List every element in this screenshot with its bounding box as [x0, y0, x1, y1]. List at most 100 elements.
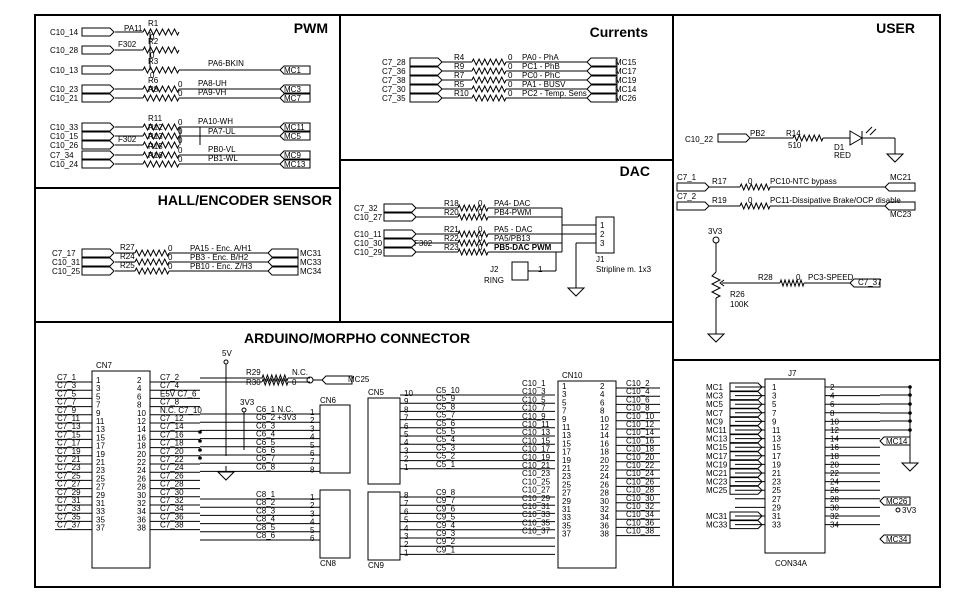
j7-pin-number: 30: [830, 503, 839, 512]
port-tag-left: [383, 212, 417, 222]
port-tag-left: [383, 238, 417, 248]
j1-label: J1: [596, 255, 605, 264]
cn8-pin-number: 1: [310, 493, 315, 502]
cn9-net: C9_2: [436, 537, 456, 546]
j7-net-left: MC13: [706, 435, 728, 444]
j7-net-left: MC25: [706, 486, 728, 495]
cn8-pin-number: 6: [310, 534, 315, 543]
cn10-pin-number: 26: [600, 480, 609, 489]
resistor-symbol: [142, 131, 180, 141]
port-tag-left: [81, 45, 115, 55]
resistor-ref: R19: [712, 196, 727, 205]
resistor-value: 0: [178, 146, 183, 155]
resistor-ref: R27: [120, 243, 135, 252]
j7-section-box: [672, 359, 941, 588]
cn10-pin-number: 7: [562, 407, 567, 416]
led-icon: [849, 130, 863, 146]
port-tag-left: [729, 425, 763, 435]
net-label-left: C10_28: [50, 46, 79, 55]
cn5-net: C5_4: [436, 435, 456, 444]
resistor-ref: R1: [148, 19, 159, 28]
cn10-pin-number: 32: [600, 505, 609, 514]
cn10-pin-number: 21: [562, 464, 571, 473]
resistor-symbol: [457, 247, 489, 257]
cn6-net: C6_2 +3V3: [256, 413, 297, 422]
j7-pin-number: 1: [772, 383, 777, 392]
resistor-symbol: [142, 65, 180, 75]
cn7-pin-number: 25: [96, 474, 105, 483]
resistor-value: 0: [150, 71, 155, 80]
cn6-net: C6_7: [256, 454, 276, 463]
cn10-pin-number: 2: [600, 382, 605, 391]
port-tag-left: [409, 57, 443, 67]
supply-5v-label: 5V: [222, 349, 232, 358]
dac-title: DAC: [620, 163, 650, 179]
cn10-pin-number: 34: [600, 513, 609, 522]
cn10-net-left: C10_15: [522, 436, 551, 445]
net-name: PC1 - PhB: [522, 62, 560, 71]
cn7-net-left: C7_5: [57, 389, 77, 398]
cn10-net-right: C10_16: [626, 436, 655, 445]
cn7-net-right: C7_22: [160, 455, 184, 464]
j7-net-right: MC26: [886, 497, 908, 506]
cn8-pin-number: 5: [310, 526, 315, 535]
resistor-ref: R28: [758, 273, 773, 282]
cn7-label: CN7: [96, 361, 113, 370]
cn6-pin-number: 7: [310, 457, 315, 466]
cn5-label: CN5: [368, 388, 385, 397]
net-label-right: C7_37: [858, 278, 882, 287]
resistor-ref: R7: [454, 71, 465, 80]
cn7-pin-number: 5: [96, 392, 101, 401]
resistor-ref: R16: [148, 151, 163, 160]
cn7-net-right: C7_32: [160, 496, 184, 505]
cn10-net-left: C10_1: [522, 379, 546, 388]
cn9-net: C9_1: [436, 545, 456, 554]
cn10-pin-number: 6: [600, 398, 605, 407]
cn10-net-right: C10_30: [626, 494, 655, 503]
net-label-left: C7_34: [50, 151, 74, 160]
net-name: PA6-BKIN: [208, 59, 244, 68]
cn7-pin-number: 3: [96, 384, 101, 393]
cn10-pin-number: 8: [600, 407, 605, 416]
cn7-pin-number: 26: [137, 474, 146, 483]
net-name: PC3-SPEED: [808, 273, 854, 282]
resistor-symbol: [471, 57, 507, 67]
j7-net-left: MC21: [706, 469, 728, 478]
cn7-net-left: C7_31: [57, 496, 81, 505]
cn10-net-left: C10_29: [522, 494, 551, 503]
port-tag-right: [279, 150, 311, 160]
cn9-net: C9_7: [436, 496, 456, 505]
resistor-ref: R2: [148, 37, 159, 46]
j7-pin-number: 3: [772, 392, 777, 401]
port-tag-left: [81, 131, 115, 141]
cn5-pin-number: 5: [404, 430, 409, 439]
cn10-net-right: C10_14: [626, 428, 655, 437]
cn10-net-right: C10_18: [626, 445, 655, 454]
cn6-pin-number: 5: [310, 441, 315, 450]
resistor-ref: R29: [246, 368, 261, 377]
net-label-right: MC17: [615, 67, 637, 76]
resistor-symbol: [457, 212, 489, 222]
net-label-left: C10_25: [52, 267, 81, 276]
j7-net-left: MC23: [706, 478, 728, 487]
port-tag-right: [267, 257, 299, 267]
net-label-right: MC26: [615, 94, 637, 103]
cn5-pin-number: 4: [404, 438, 409, 447]
junction-dot: [198, 456, 202, 460]
ground-icon: [216, 466, 236, 481]
nc-label: N.C.: [292, 368, 308, 377]
cn5-net: C5_5: [436, 427, 456, 436]
resistor-symbol: [142, 84, 180, 94]
net-label-right: MC25: [348, 375, 370, 384]
port-tag-left: [717, 133, 751, 143]
net-label-right: MC34: [300, 267, 322, 276]
port-tag-left: [81, 248, 115, 258]
j7-net-left: MC7: [706, 409, 723, 418]
cn9-net: C9_5: [436, 513, 456, 522]
net-label-left: C10_26: [50, 141, 79, 150]
cn7-pin-number: 22: [137, 458, 146, 467]
port-tag-right: [267, 248, 299, 258]
j7-net-left: MC11: [706, 426, 727, 435]
